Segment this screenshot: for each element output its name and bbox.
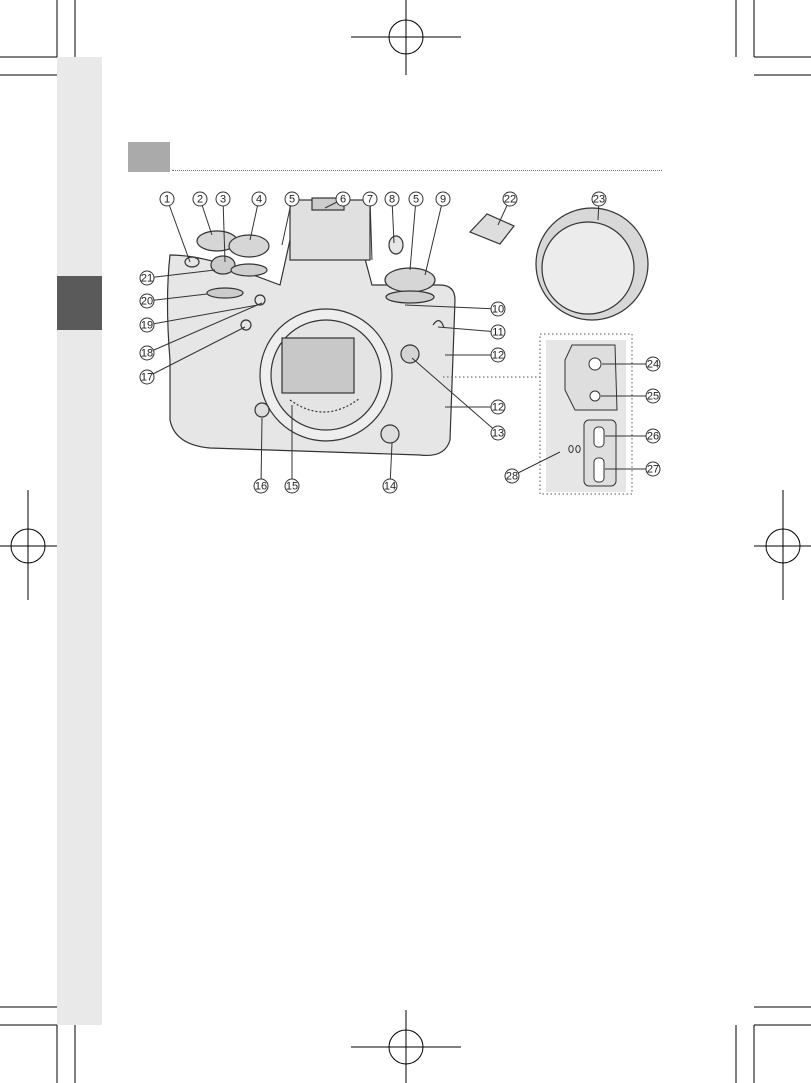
leader-line (411, 357, 499, 434)
callout-circle (192, 191, 208, 207)
callout-circle (159, 191, 175, 207)
leader-line (146, 302, 263, 354)
leader-line (146, 326, 246, 378)
callout-number: 23 (593, 194, 605, 206)
camera-body (166, 197, 649, 457)
callout-circle (490, 425, 506, 441)
callout-number: 10 (492, 304, 504, 316)
leader-line (222, 198, 226, 263)
callout-circle (408, 191, 424, 207)
callout-number: 25 (647, 391, 659, 403)
leader-line (281, 198, 293, 246)
callout-number: 22 (504, 194, 516, 206)
callout-circle (139, 369, 155, 385)
callout-number: 9 (440, 194, 446, 206)
leader-line (166, 198, 191, 263)
leader-line (146, 304, 259, 326)
callout-number: 12 (492, 350, 504, 362)
callout-number: 17 (141, 372, 153, 384)
section-heading-box (128, 142, 170, 172)
leader-line (260, 417, 263, 487)
callout-number: 8 (389, 194, 395, 206)
speaker-holes (568, 445, 581, 453)
leader-line (146, 293, 208, 302)
callout-circle (645, 388, 661, 404)
callout-number: 13 (492, 428, 504, 440)
callout-circle (490, 301, 506, 317)
callout-circle (490, 399, 506, 415)
callout-circle (335, 191, 351, 207)
callout-circle (645, 428, 661, 444)
callout-number: 14 (384, 481, 396, 493)
callout-circle (435, 191, 451, 207)
callout-number: 24 (647, 359, 659, 371)
heading-dotted-rule (172, 170, 662, 171)
callout-circle (591, 191, 607, 207)
callout-circle (504, 468, 520, 484)
callout-circle (502, 191, 518, 207)
callout-circle (284, 191, 300, 207)
leader-line (511, 451, 561, 477)
callout-number: 5 (413, 194, 419, 206)
callout-circle (253, 478, 269, 494)
leader-line (369, 198, 373, 261)
registration-mark (388, 1029, 424, 1065)
callout-circle (490, 347, 506, 363)
side-margin-strip (57, 57, 102, 1025)
registration-mark (388, 19, 424, 55)
callout-circle (490, 324, 506, 340)
callout-number: 15 (286, 481, 298, 493)
callout-number: 6 (340, 194, 346, 206)
callout-number: 18 (141, 348, 153, 360)
callout-number: 20 (141, 296, 153, 308)
callout-number: 21 (141, 273, 153, 285)
callout-number: 26 (647, 431, 659, 443)
callout-number: 3 (220, 194, 226, 206)
leader-line (146, 269, 216, 279)
callout-circle (139, 317, 155, 333)
callout-number: 1 (164, 194, 170, 206)
registration-mark (765, 528, 801, 564)
callout-circle (384, 191, 400, 207)
callout-circle (139, 345, 155, 361)
callout-number: 2 (197, 194, 203, 206)
callout-circle (362, 191, 378, 207)
callout-circle (215, 191, 231, 207)
port-detail-inset (443, 333, 633, 495)
callout-circle (139, 270, 155, 286)
callout-number: 4 (256, 194, 262, 206)
callout-number: 7 (367, 194, 373, 206)
callout-number: 28 (506, 471, 518, 483)
callout-circle (284, 478, 300, 494)
leader-line (409, 198, 417, 271)
leader-line (424, 198, 444, 276)
leader-line (437, 326, 499, 333)
callout-number: 11 (492, 327, 503, 339)
callout-circle (251, 191, 267, 207)
leader-line (404, 304, 499, 310)
callout-number: 5 (289, 194, 295, 206)
callout-number: 16 (255, 481, 267, 493)
callout-number: 19 (141, 320, 153, 332)
callout-circle (645, 356, 661, 372)
callout-circle (139, 293, 155, 309)
callout-circle (382, 478, 398, 494)
registration-mark (10, 528, 46, 564)
chapter-tab (57, 276, 102, 330)
callout-number: 12 (492, 402, 504, 414)
callout-number: 27 (647, 464, 659, 476)
callout-circle (645, 461, 661, 477)
